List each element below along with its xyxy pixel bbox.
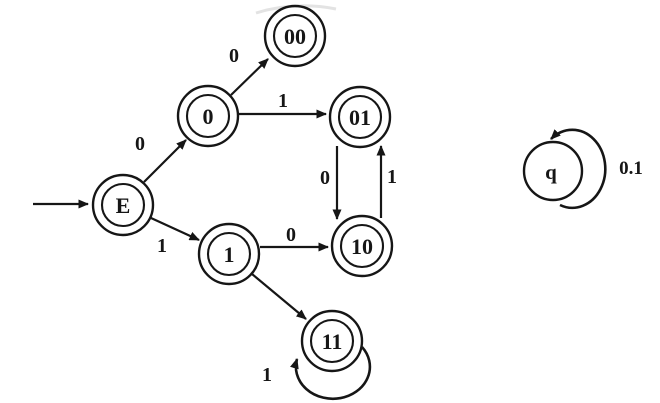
transition-label-0-00: 0 (229, 45, 239, 67)
transition-line (143, 139, 187, 183)
state-label: 0 (203, 104, 214, 129)
transition-0-00: 0 (229, 45, 269, 96)
transition-E-1: 1 (150, 217, 200, 257)
transition-label-10-01: 1 (387, 166, 397, 188)
state-outer-circle (197, 222, 261, 286)
transition-label-E-1: 1 (157, 235, 167, 257)
state-inner-circle (272, 13, 318, 59)
state-label: E (116, 193, 131, 218)
self-loop-11: 1 (262, 346, 372, 401)
transition-line (150, 217, 200, 241)
state-01: 01 (328, 85, 392, 149)
state-E: E (91, 173, 155, 237)
transition-line (251, 273, 307, 320)
state-label: 1 (224, 242, 235, 267)
state-label: 01 (349, 105, 371, 130)
state-0: 0 (176, 84, 240, 148)
state-outer-circle (91, 173, 155, 237)
transition-label-q-q: 0.1 (619, 158, 643, 179)
self-loop-path (290, 346, 372, 401)
state-outer-circle (330, 214, 394, 278)
state-inner-circle (337, 94, 383, 140)
transition-label-01-10: 0 (320, 167, 330, 189)
state-label: q (545, 160, 557, 184)
state-inner-circle (339, 223, 385, 269)
state-00: 00 (263, 4, 327, 68)
state-inner-circle (185, 93, 231, 139)
state-label: 11 (322, 329, 343, 354)
state-outer-circle (176, 84, 240, 148)
transition-label-1-10: 0 (286, 224, 296, 246)
state-inner-circle (100, 182, 146, 228)
transition-0-01: 1 (238, 90, 327, 119)
transition-1-11 (251, 273, 307, 320)
state-circle (522, 140, 584, 202)
transition-10-01: 1 (376, 145, 397, 218)
state-10: 10 (330, 214, 394, 278)
state-label: 10 (351, 234, 373, 259)
state-1: 1 (197, 222, 261, 286)
transition-label-E-0: 0 (135, 133, 145, 155)
state-inner-circle (206, 231, 252, 277)
state-label: 00 (284, 24, 306, 49)
state-outer-circle (263, 4, 327, 68)
transition-label-0-01: 1 (278, 90, 288, 112)
state-11: 11 (300, 309, 364, 373)
state-q: q (522, 140, 584, 202)
state-inner-circle (309, 318, 355, 364)
state-outer-circle (328, 85, 392, 149)
transition-E-0: 0 (135, 133, 187, 183)
self-loop-q: 0.1 (550, 128, 643, 210)
transition-1-10: 0 (260, 224, 329, 252)
transition-01-10: 0 (320, 146, 342, 220)
self-loop-path (550, 128, 607, 210)
transition-label-11-11: 1 (262, 364, 272, 386)
transition-line (230, 58, 269, 96)
